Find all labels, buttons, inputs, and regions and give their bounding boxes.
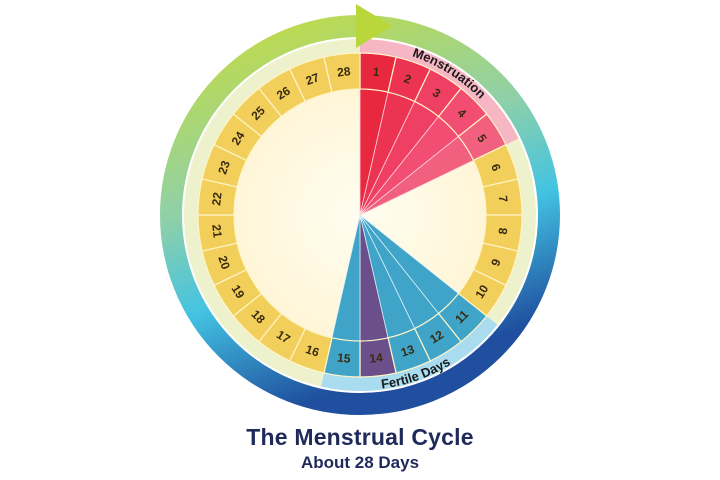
day-label: 6	[488, 162, 504, 173]
page-title: The Menstrual Cycle	[246, 424, 474, 450]
day-label: 13	[399, 342, 417, 360]
day-label: 23	[215, 159, 233, 177]
arrow-head-shape	[356, 4, 392, 48]
fertile-band	[320, 316, 498, 392]
day-label: 2	[402, 71, 413, 87]
day-label: 21	[209, 224, 224, 239]
day-label: 27	[304, 70, 322, 88]
day-label: 14	[369, 350, 384, 365]
day-band	[197, 52, 523, 378]
day-label: 1	[372, 65, 381, 80]
page-subtitle: About 28 Days	[300, 453, 420, 472]
follicular-band	[486, 138, 536, 325]
day-label: 20	[215, 254, 233, 272]
day-label: 28	[336, 64, 351, 79]
inner-wedges	[234, 88, 486, 342]
day-label: 8	[496, 227, 511, 236]
menstruation-band	[360, 39, 519, 145]
day-segment	[323, 52, 361, 93]
day-label: 22	[209, 191, 224, 206]
day-label: 15	[336, 350, 351, 365]
day-label: 7	[496, 195, 511, 204]
arrow-head-icon	[356, 4, 392, 48]
day-label: 16	[304, 342, 322, 360]
day-label: 9	[488, 257, 504, 268]
